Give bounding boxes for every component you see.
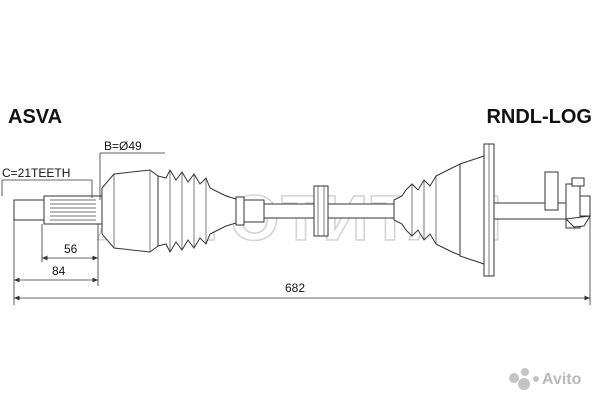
total-length-label: 682 (285, 281, 305, 295)
outer-boot (157, 168, 237, 254)
shaft-neck (243, 199, 265, 223)
inner-boot (393, 163, 463, 257)
outer-cv-joint (101, 169, 159, 253)
outer-length-label: 84 (52, 264, 66, 278)
inner-joint-housing (459, 143, 495, 277)
shaft-bar (263, 203, 395, 219)
part-number: RNDL-LOG (486, 106, 592, 128)
avito-logo: Avito (509, 368, 582, 390)
avito-logo-text: Avito (542, 371, 582, 388)
dimension-annotations: C=21TEETH B=Ø49 56 84 682 (1, 139, 591, 305)
spline-teeth-label: C=21TEETH (2, 166, 70, 180)
boot-clamp (235, 196, 245, 226)
brand-label: ASVA (8, 106, 62, 128)
spline-stub (13, 195, 103, 225)
drive-shaft (13, 143, 591, 277)
inner-shaft-end (493, 171, 591, 229)
damper-ring (313, 185, 329, 237)
inner-length-label: 56 (64, 242, 78, 256)
diameter-label: B=Ø49 (104, 139, 142, 153)
